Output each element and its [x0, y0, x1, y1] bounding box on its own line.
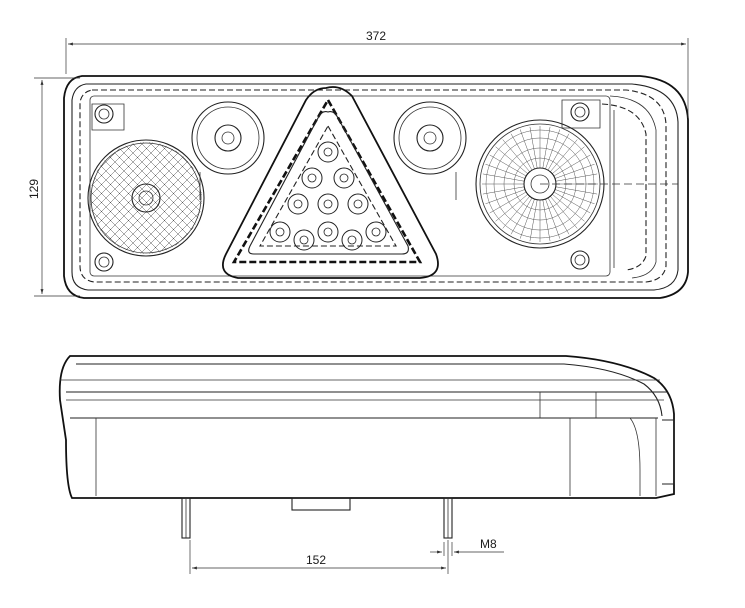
width-dimension-label: 372 [366, 29, 386, 43]
thread-callout: M8 [430, 537, 504, 556]
right-round-lamp [475, 119, 678, 249]
height-dimension: 129 [27, 77, 80, 297]
mount-spacing-label: 152 [306, 553, 326, 567]
inner-panel [89, 95, 611, 277]
mount-spacing-dimension: 152 [189, 540, 449, 574]
small-lamp-left [191, 101, 265, 175]
screw-boss-bottom-left [94, 252, 114, 272]
front-view [63, 75, 689, 299]
screw-boss-bottom-right [570, 250, 590, 270]
height-dimension-label: 129 [27, 179, 41, 199]
width-dimension: 372 [65, 29, 689, 118]
screw-boss-top-left [91, 103, 125, 131]
lens-boundary [79, 89, 667, 283]
screw-boss-top-right [561, 99, 601, 129]
triangle-reflector [222, 86, 439, 279]
thread-label: M8 [480, 537, 497, 551]
connector-block [291, 497, 351, 511]
mounting-stud-right [443, 497, 453, 539]
housing-inner-outline [71, 83, 679, 291]
small-lamp-right [393, 101, 467, 175]
side-view [58, 355, 675, 539]
housing-outline [63, 75, 689, 299]
mounting-stud-left [181, 497, 191, 539]
